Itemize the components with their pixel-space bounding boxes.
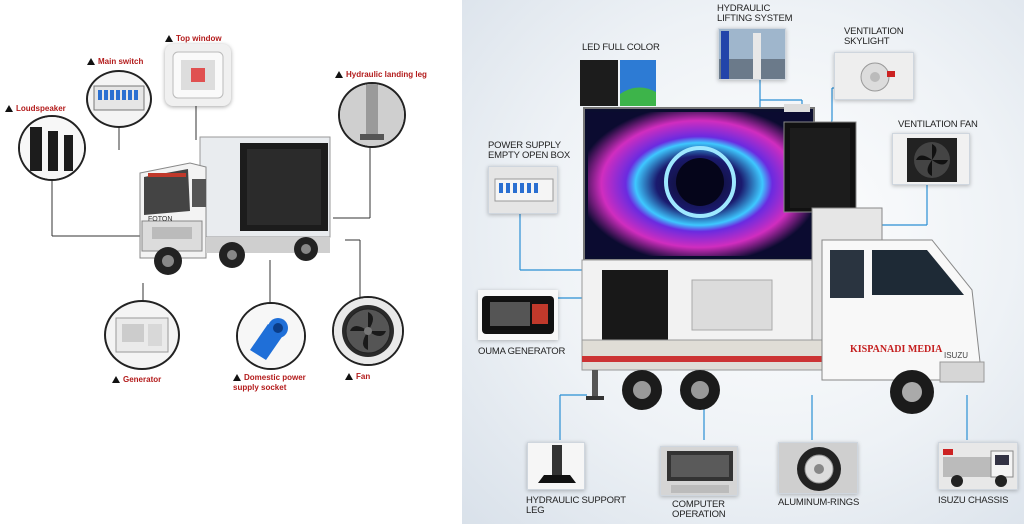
fan-image [332, 296, 404, 366]
computer-operation-label: COMPUTER OPERATION [672, 499, 726, 520]
led-truck: KISPANADI MEDIA ISUZU [572, 100, 1002, 420]
top-window-label: Top window [165, 34, 222, 43]
main-switch-image [86, 70, 152, 128]
main-switch-label: Main switch [87, 57, 143, 66]
fan-label: Fan [345, 372, 370, 381]
domestic-socket-image [236, 302, 306, 370]
computer-operation-image [660, 446, 738, 496]
generator-image [104, 300, 180, 370]
power-supply-label: POWER SUPPLY EMPTY OPEN BOX [488, 140, 571, 161]
led-full-color-label: LED FULL COLOR [582, 42, 660, 53]
hydraulic-lifting-label: HYDRAULIC LIFTING SYSTEM [717, 3, 793, 24]
ouma-generator-label: OUMA GENERATOR [478, 346, 566, 357]
foton-truck: FOTON [130, 133, 340, 283]
ventilation-skylight-label: VENTILATION SKYLIGHT [844, 26, 904, 47]
ouma-generator-image [478, 290, 558, 340]
ventilation-fan-label: VENTILATION FAN [898, 119, 978, 130]
truck-media-text: KISPANADI MEDIA [850, 344, 943, 355]
power-supply-image [488, 166, 558, 214]
top-window-image [165, 44, 231, 106]
ventilation-fan-image [892, 133, 970, 185]
ventilation-skylight-image [834, 52, 914, 100]
led-panel-image [578, 58, 658, 110]
loudspeaker-image [18, 115, 86, 181]
hydraulic-landing-leg-label: Hydraulic landing leg [335, 70, 427, 79]
hydraulic-support-leg-image [527, 442, 585, 490]
loudspeaker-label: Loudspeaker [5, 104, 66, 113]
hydraulic-landing-leg-image [338, 82, 406, 148]
domestic-socket-label: Domestic power supply socket [233, 373, 306, 392]
left-connector-lines [51, 75, 371, 305]
right-diagram-panel: KISPANADI MEDIA ISUZU HYDRAULIC LIFTING … [462, 0, 1024, 524]
hydraulic-lifting-image [718, 28, 786, 80]
aluminum-rings-image [778, 442, 858, 494]
isuzu-chassis-label: ISUZU CHASSIS [938, 495, 1009, 506]
aluminum-rings-label: ALUMINUM-RINGS [778, 497, 860, 508]
generator-label: Generator [112, 375, 161, 384]
left-diagram-panel: FOTON Top window Main switch Hydraulic l… [0, 0, 462, 524]
hydraulic-support-leg-label: HYDRAULIC SUPPORT LEG [526, 495, 626, 516]
isuzu-chassis-image [938, 442, 1018, 490]
truck-isuzu-text: ISUZU [944, 351, 968, 360]
truck-brand-text: FOTON [148, 216, 172, 223]
